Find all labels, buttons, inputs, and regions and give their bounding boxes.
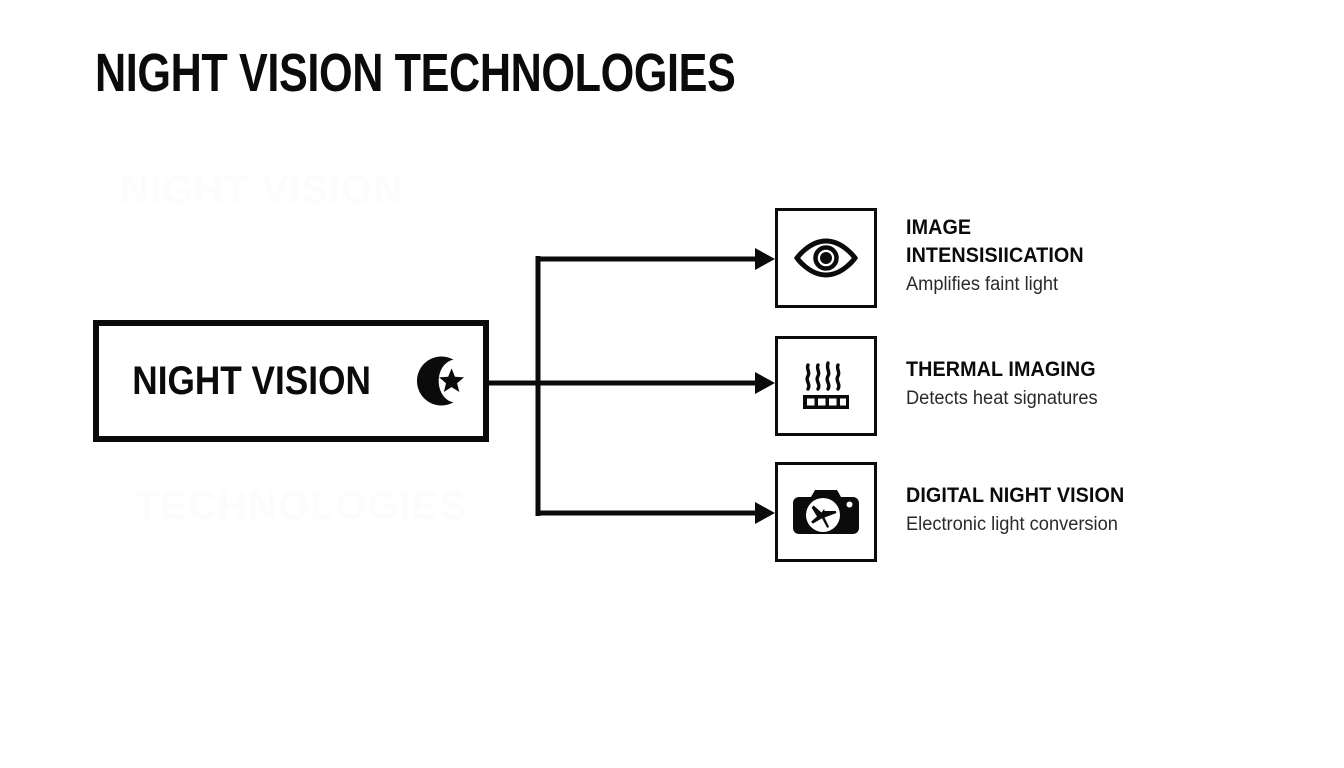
main-node-label: NIGHT VISION xyxy=(132,358,372,403)
page-title: NIGHT VISION TECHNOLOGIES xyxy=(95,43,736,103)
branch-text-digital-night-vision: DIGITAL NIGHT VISION Electronic light co… xyxy=(906,462,1138,538)
icon-box-digital-night-vision[interactable] xyxy=(775,462,877,562)
branch-title-line1: DIGITAL NIGHT VISION xyxy=(906,484,1125,507)
branch-description: Detects heat signatures xyxy=(906,387,1098,409)
branch-digital-night-vision[interactable]: DIGITAL NIGHT VISION Electronic light co… xyxy=(775,462,1138,562)
arrowhead-branch-1 xyxy=(755,372,775,394)
branch-title-line1: THERMAL IMAGING xyxy=(906,358,1096,381)
crescent-moon-star-icon xyxy=(416,356,464,406)
branch-thermal-imaging[interactable]: THERMAL IMAGING Detects heat signatures xyxy=(775,336,1108,436)
arrowhead-branch-0 xyxy=(755,248,775,270)
branch-title-line1: IMAGE xyxy=(906,216,972,239)
background-watermark-bottom: TECHNOLOGIES xyxy=(135,484,468,528)
heat-waves-icon xyxy=(803,361,849,409)
background-watermark-top: NIGHT VISION xyxy=(120,168,404,212)
branch-text-image-intensification: IMAGE INTENSISIICATION Amplifies faint l… xyxy=(906,208,1095,298)
branch-description: Electronic light conversion xyxy=(906,513,1118,535)
branch-title-line2: INTENSISIICATION xyxy=(906,243,1084,267)
branch-text-thermal-imaging: THERMAL IMAGING Detects heat signatures xyxy=(906,336,1108,412)
icon-box-image-intensification[interactable] xyxy=(775,208,877,308)
eye-icon xyxy=(793,238,859,278)
icon-box-thermal-imaging[interactable] xyxy=(775,336,877,436)
branch-image-intensification[interactable]: IMAGE INTENSISIICATION Amplifies faint l… xyxy=(775,208,1095,308)
camera-aperture-icon xyxy=(793,490,859,534)
branch-description: Amplifies faint light xyxy=(906,273,1059,295)
main-node-night-vision[interactable]: NIGHT VISION xyxy=(93,320,489,442)
arrowhead-branch-2 xyxy=(755,502,775,524)
